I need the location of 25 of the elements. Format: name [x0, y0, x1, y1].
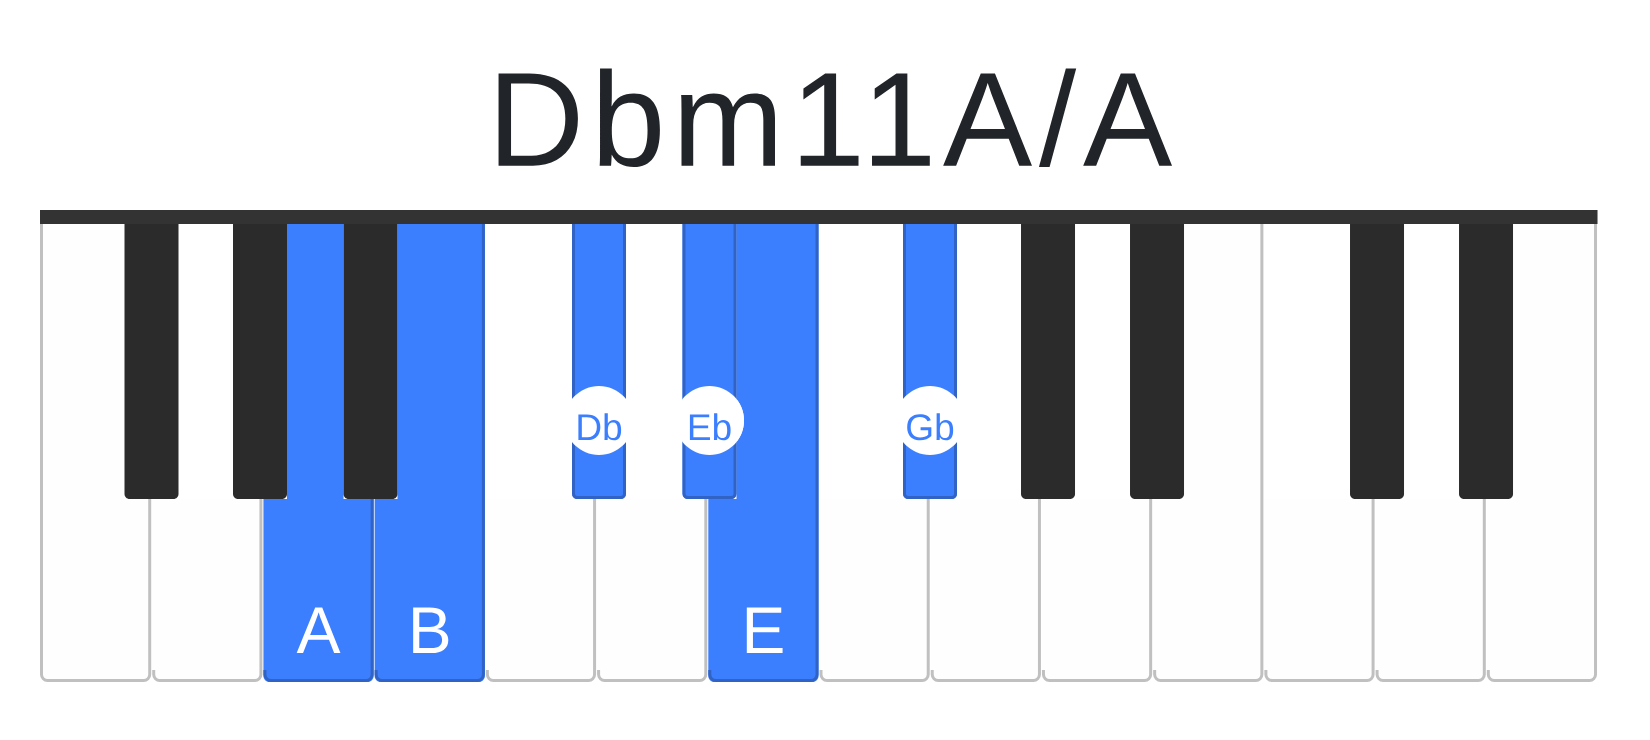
piano-key [343, 224, 398, 499]
key-bar [40, 210, 1598, 224]
piano-key: Eb [675, 224, 744, 499]
piano-key [597, 499, 708, 682]
piano-key [1130, 224, 1184, 499]
piano-key [1021, 224, 1075, 499]
piano-key: A [263, 224, 374, 682]
piano-key: Db [564, 224, 634, 499]
piano-key [485, 499, 597, 682]
title: Dbm11A/A [498, 68, 1173, 167]
piano-key [1375, 499, 1486, 682]
piano-key [152, 499, 263, 682]
piano-key [124, 224, 179, 499]
piano-key [1264, 499, 1375, 682]
piano-key [1459, 224, 1513, 499]
piano-key: B [374, 224, 485, 682]
piano-key [930, 499, 1041, 682]
piano-key [819, 499, 930, 682]
piano-key [1153, 224, 1264, 682]
piano-key: Gb [895, 224, 965, 499]
piano-key [1041, 499, 1153, 682]
piano-key [40, 224, 152, 682]
piano-key [1486, 224, 1597, 682]
piano-key [233, 224, 287, 499]
piano-key [1350, 224, 1404, 499]
